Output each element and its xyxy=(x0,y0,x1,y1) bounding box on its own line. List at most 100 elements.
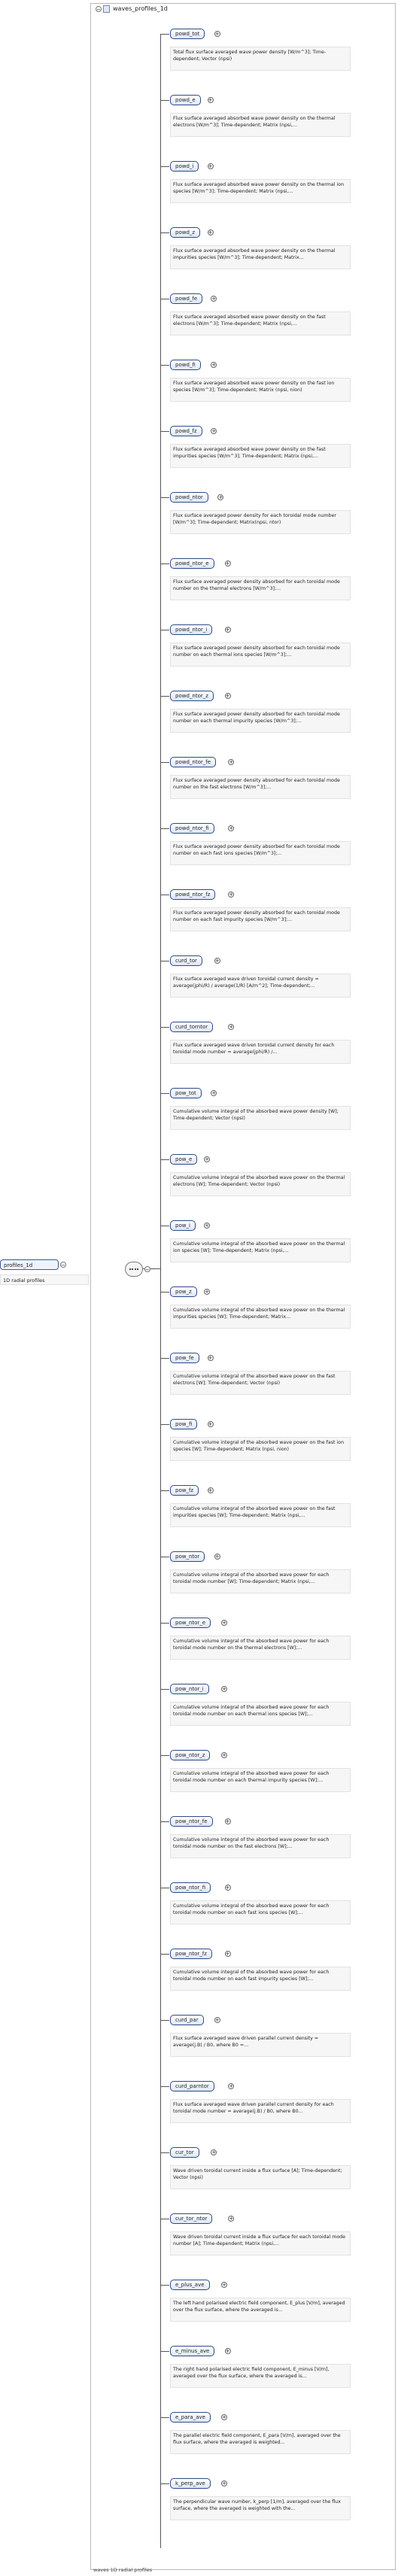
expand-icon[interactable]: + xyxy=(224,1818,231,1824)
element-e-minus-ave[interactable]: e_minus_ave xyxy=(170,2346,215,2356)
element-e-para-ave[interactable]: e_para_ave xyxy=(170,2412,211,2423)
element-e-plus-ave[interactable]: e_plus_ave xyxy=(170,2280,210,2290)
root-element-profiles-1d[interactable]: profiles_1d xyxy=(0,1259,59,1270)
branch-line xyxy=(160,762,169,763)
element-pow-fz[interactable]: pow_fz xyxy=(170,1485,199,1496)
expand-icon[interactable]: + xyxy=(221,2480,227,2486)
expand-icon[interactable]: + xyxy=(217,494,224,500)
element-powd-ntor-e[interactable]: powd_ntor_e xyxy=(170,558,214,569)
element-cur-tor[interactable]: cur_tor xyxy=(170,2147,199,2158)
sequence-collapse-icon[interactable]: − xyxy=(144,1266,150,1273)
branch-line xyxy=(160,2483,169,2484)
branch-line xyxy=(160,1821,169,1822)
element-powd-ntor-fe[interactable]: powd_ntor_fe xyxy=(170,757,217,767)
element-pow-ntor-z[interactable]: pow_ntor_z xyxy=(170,1750,211,1760)
element-label: powd_tot xyxy=(175,31,200,37)
element-powd-ntor-i[interactable]: powd_ntor_i xyxy=(170,624,213,635)
expand-icon[interactable]: + xyxy=(214,1554,220,1560)
expand-icon[interactable]: + xyxy=(211,428,217,434)
element-label: powd_fz xyxy=(175,428,197,434)
element-pow-ntor-i[interactable]: pow_ntor_i xyxy=(170,1684,209,1694)
element-curd-par[interactable]: curd_par xyxy=(170,2015,204,2025)
expand-icon[interactable]: + xyxy=(207,1487,214,1493)
expand-icon[interactable]: + xyxy=(204,1156,210,1162)
element-curd-parntor[interactable]: curd_parntor xyxy=(170,2081,214,2091)
element-pow-ntor-e[interactable]: pow_ntor_e xyxy=(170,1618,211,1628)
expand-icon[interactable]: + xyxy=(228,759,235,765)
element-label: powd_ntor_fi xyxy=(175,825,209,831)
branch-line xyxy=(160,1954,169,1955)
element-pow-z[interactable]: pow_z xyxy=(170,1286,197,1297)
element-curd-torntor[interactable]: curd_torntor xyxy=(170,1022,214,1032)
expand-icon[interactable]: + xyxy=(224,560,231,567)
element-description: Wave driven toroidal current inside a fl… xyxy=(170,2165,351,2189)
collapse-icon[interactable]: − xyxy=(96,6,102,13)
element-description: Cumulative volume integral of the absorb… xyxy=(170,1305,351,1329)
element-label: cur_tor xyxy=(175,2149,194,2155)
element-k-perp-ave[interactable]: k_perp_ave xyxy=(170,2478,211,2489)
element-label: powd_z xyxy=(175,229,196,235)
root-collapse-icon[interactable]: − xyxy=(60,1262,66,1268)
element-label: pow_i xyxy=(175,1223,190,1229)
element-powd-ntor-fz[interactable]: powd_ntor_fz xyxy=(170,889,216,900)
element-description: Cumulative volume integral of the absorb… xyxy=(170,1636,351,1660)
expand-icon[interactable]: + xyxy=(207,1355,214,1361)
expand-icon[interactable]: + xyxy=(224,627,231,633)
element-pow-ntor-fz[interactable]: pow_ntor_fz xyxy=(170,1949,212,1959)
expand-icon[interactable]: + xyxy=(228,2083,235,2089)
element-powd-fi[interactable]: powd_fi xyxy=(170,360,201,370)
element-pow-ntor-fi[interactable]: pow_ntor_fi xyxy=(170,1882,211,1893)
element-powd-i[interactable]: powd_i xyxy=(170,161,199,172)
element-pow-i[interactable]: pow_i xyxy=(170,1220,196,1231)
element-powd-fe[interactable]: powd_fe xyxy=(170,293,203,304)
expand-icon[interactable]: + xyxy=(211,296,217,302)
element-powd-z[interactable]: powd_z xyxy=(170,227,201,238)
expand-icon[interactable]: + xyxy=(224,1885,231,1891)
expand-icon[interactable]: + xyxy=(221,1752,227,1758)
expand-icon[interactable]: + xyxy=(228,1024,235,1030)
element-pow-fi[interactable]: pow_fi xyxy=(170,1419,198,1429)
element-pow-fe[interactable]: pow_fe xyxy=(170,1353,199,1363)
expand-icon[interactable]: + xyxy=(204,1289,210,1295)
expand-icon[interactable]: + xyxy=(207,97,214,103)
element-powd-e[interactable]: powd_e xyxy=(170,95,201,105)
element-powd-ntor-z[interactable]: powd_ntor_z xyxy=(170,691,214,701)
branch-line xyxy=(160,166,169,167)
expand-icon[interactable]: + xyxy=(214,958,220,964)
element-cur-tor-ntor[interactable]: cur_tor_ntor xyxy=(170,2213,213,2224)
expand-icon[interactable]: + xyxy=(224,2348,231,2354)
expand-icon[interactable]: + xyxy=(204,1223,210,1229)
expand-icon[interactable]: + xyxy=(228,825,235,831)
element-label: pow_tot xyxy=(175,1090,196,1096)
element-powd-ntor[interactable]: powd_ntor xyxy=(170,492,208,503)
sequence-compositor-icon[interactable] xyxy=(125,1262,143,1277)
element-powd-tot[interactable]: powd_tot xyxy=(170,29,205,39)
element-pow-ntor[interactable]: pow_ntor xyxy=(170,1551,205,1562)
expand-icon[interactable]: + xyxy=(211,362,217,368)
element-description: Flux surface averaged power density abso… xyxy=(170,642,351,667)
element-curd-tor[interactable]: curd_tor xyxy=(170,955,202,966)
root-connector-line xyxy=(143,1268,160,1269)
expand-icon[interactable]: + xyxy=(207,163,214,169)
expand-icon[interactable]: + xyxy=(211,2149,217,2155)
expand-icon[interactable]: + xyxy=(224,693,231,699)
expand-icon[interactable]: + xyxy=(221,1620,227,1626)
element-powd-ntor-fi[interactable]: powd_ntor_fi xyxy=(170,823,214,834)
element-pow-e[interactable]: pow_e xyxy=(170,1154,198,1165)
element-pow-ntor-fe[interactable]: pow_ntor_fe xyxy=(170,1816,213,1827)
expand-icon[interactable]: + xyxy=(214,2017,220,2023)
expand-icon[interactable]: + xyxy=(214,31,220,37)
element-description: The parallel electric field component, E… xyxy=(170,2430,351,2454)
expand-icon[interactable]: + xyxy=(228,2216,235,2222)
expand-icon[interactable]: + xyxy=(221,1686,227,1692)
expand-icon[interactable]: + xyxy=(224,1951,231,1957)
element-label: powd_ntor_e xyxy=(175,560,209,567)
expand-icon[interactable]: + xyxy=(221,2414,227,2420)
expand-icon[interactable]: + xyxy=(207,1421,214,1427)
element-powd-fz[interactable]: powd_fz xyxy=(170,426,202,436)
expand-icon[interactable]: + xyxy=(228,892,235,898)
expand-icon[interactable]: + xyxy=(221,2282,227,2288)
expand-icon[interactable]: + xyxy=(211,1090,217,1096)
expand-icon[interactable]: + xyxy=(207,229,214,235)
element-pow-tot[interactable]: pow_tot xyxy=(170,1088,202,1098)
